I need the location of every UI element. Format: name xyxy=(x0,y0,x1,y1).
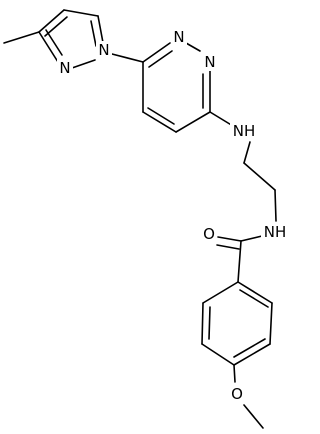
bond-pyridazine-c6-n1-double xyxy=(148,50,173,68)
bond-benzene-c1-c2 xyxy=(237,281,273,304)
bond-benzene-c4-c5 xyxy=(201,343,235,366)
pyrazole-n2-label: N xyxy=(59,59,70,77)
bond-benzene-c3-c4 xyxy=(233,343,271,366)
bond-pyridazine-n1-n2 xyxy=(185,42,201,52)
bond-carbonyl-o xyxy=(217,236,242,242)
atom-labels: N N N N NH NH O O xyxy=(57,28,289,403)
pyridazine-n2-label: N xyxy=(204,53,215,71)
bond-pyridazine-c6-n1 xyxy=(142,42,171,63)
bond-benzene-c1-c2-double xyxy=(239,289,269,308)
bond-methoxy-o-ch3 xyxy=(243,404,264,429)
bond-pyridazine-c4-c5-double xyxy=(147,107,175,125)
bond-carbonyl-aryl xyxy=(237,240,242,283)
bond-carbonyl-o-double xyxy=(216,244,240,250)
bond-aryl-methoxy-o xyxy=(233,364,236,383)
bond-benzene-c6-c1 xyxy=(202,281,239,304)
bond-benzene-c5-c6 xyxy=(201,302,204,345)
bond-pyrazole-pyridazine xyxy=(111,53,144,63)
bond-pyrazole-c5-n1-double xyxy=(90,20,97,47)
bond-c3-amine xyxy=(209,111,234,127)
chemical-structure-diagram: N N N N NH NH O O xyxy=(3,9,289,429)
bond-pyridazine-c4-c5 xyxy=(142,111,177,133)
methoxy-o-label: O xyxy=(231,385,243,403)
bond-methyl xyxy=(3,31,40,44)
bond-benzene-c2-c3 xyxy=(269,302,273,345)
bond-pyrazole-n2-c3 xyxy=(38,31,59,63)
bond-benzene-c5-c6-double xyxy=(208,306,211,340)
bond-ch2-ch2 xyxy=(243,162,276,191)
bond-pyrazole-c3-c4 xyxy=(38,9,65,33)
bond-amine-ch2 xyxy=(243,141,251,164)
bonds xyxy=(3,9,277,429)
amine-nh-label: NH xyxy=(233,122,256,140)
carbonyl-o-label: O xyxy=(203,225,215,243)
pyridazine-n1-label: N xyxy=(173,28,184,46)
bond-pyridazine-c3-c4 xyxy=(175,111,211,133)
pyrazole-n1-label: N xyxy=(98,41,109,59)
bond-ch2-amide xyxy=(274,189,277,222)
bond-benzene-c3-c4-double xyxy=(233,338,266,358)
bond-pyrazole-n1-n2 xyxy=(71,59,96,69)
bond-pyrazole-c4-c5 xyxy=(63,9,99,17)
amide-nh-label: NH xyxy=(264,223,287,241)
bond-amide-carbonyl xyxy=(240,235,263,242)
bond-pyrazole-n2-c3-double xyxy=(45,29,63,56)
